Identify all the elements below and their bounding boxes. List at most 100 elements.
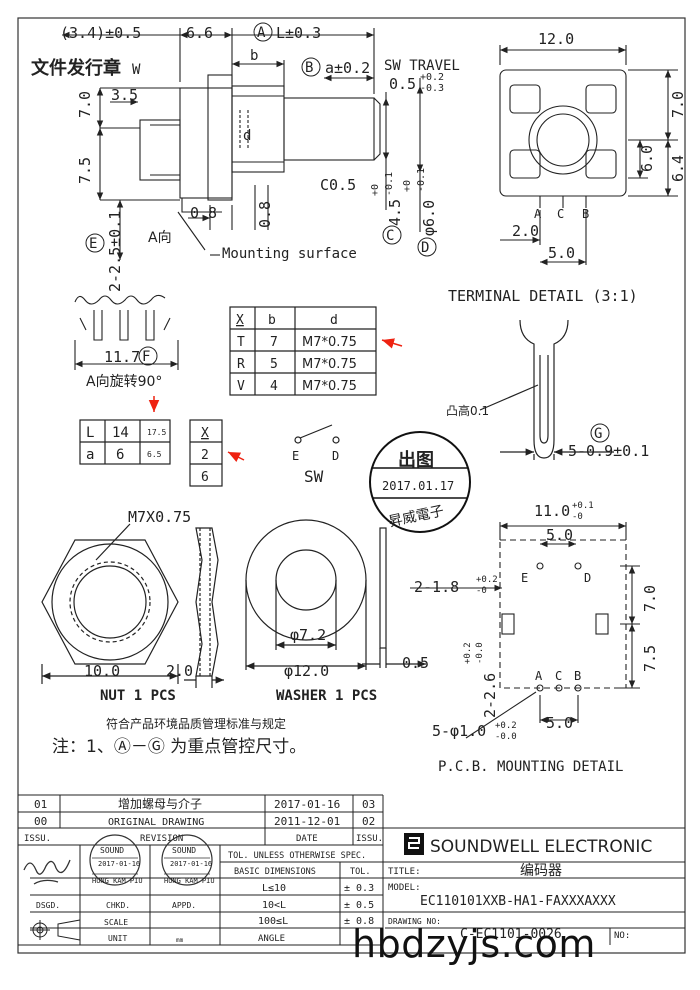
l-a-table xyxy=(79,419,171,465)
drawing-no-value: C-EC1101-0026 xyxy=(460,927,562,942)
pcb-tol-11-up: +0.1 xyxy=(572,501,594,511)
sw-travel-value: 0.5 xyxy=(389,75,416,93)
side-view xyxy=(62,28,424,260)
washer-dim-0-5: 0.5 xyxy=(402,654,429,672)
tol-value: ± 0.3 xyxy=(344,883,374,894)
tol-4-5-down: -0.1 xyxy=(384,172,395,196)
circle-b-marker xyxy=(301,57,321,77)
seal1-date: 2017-01-16 xyxy=(98,860,140,868)
front-dim-7-0: 7.0 xyxy=(669,91,687,118)
dim-d: d xyxy=(243,128,251,144)
front-dim-5-0: 5.0 xyxy=(548,244,575,262)
dim-3-5: 3.5 xyxy=(111,86,138,104)
release-stamp xyxy=(369,431,471,533)
dim-6-6: 6.6 xyxy=(186,24,213,42)
title-block xyxy=(18,794,685,946)
tol-4-5-up: +0 xyxy=(370,184,381,196)
la-table-cell: 6.5 xyxy=(147,450,162,459)
tol-angle: ANGLE xyxy=(258,934,285,944)
dim-b: b xyxy=(250,48,258,64)
appd-label: APPD. xyxy=(172,901,196,910)
terminal-bump-label: 凸高0.1 xyxy=(446,403,489,418)
x-table xyxy=(229,306,377,396)
pcb-detail xyxy=(410,522,640,739)
rev-date: 2017-01-16 xyxy=(274,798,340,811)
circle-f-letter: F xyxy=(142,349,150,365)
x-table-header-d: d xyxy=(330,313,338,328)
pcb-dim-2-1-8: 2-1.8 xyxy=(414,578,459,596)
tb-date: DATE xyxy=(296,834,318,844)
scale-label: SCALE xyxy=(104,918,128,927)
pcb-dim-5-0-bottom: 5.0 xyxy=(546,714,573,732)
circle-f-marker xyxy=(138,346,158,366)
checker-seal xyxy=(89,834,141,886)
x-table-cell: T xyxy=(237,335,245,350)
designer-signature xyxy=(23,859,71,885)
approver-seal xyxy=(161,834,213,886)
washer-dim-7-2: φ7.2 xyxy=(290,626,326,644)
tol-range: L≤10 xyxy=(262,883,286,894)
x-table-header-x: X xyxy=(236,313,244,328)
seal2-name: HUNG KAM PIU xyxy=(164,877,215,885)
pcb-dim-7-5: 7.5 xyxy=(641,645,659,672)
nut-dim-2-0: 2.0 xyxy=(166,662,193,680)
sheet-border xyxy=(17,17,686,954)
pcb-dim-5-phi: 5-φ1.0 xyxy=(432,722,486,740)
tol-6-0-up: +0 xyxy=(402,180,413,192)
front-pin-a: A xyxy=(534,207,542,221)
company-name: SOUNDWELL ELECTRONIC xyxy=(430,837,652,857)
a-direction-label: A向 xyxy=(148,230,172,246)
seal1-name: HUNG KAM PIU xyxy=(92,877,143,885)
dim-7-5-left: 7.5 xyxy=(76,157,94,184)
pcb-pin-a: A xyxy=(535,669,543,683)
x-table-cell: V xyxy=(237,379,245,394)
front-pin-c: C xyxy=(557,207,564,221)
sheet-no-label: NO: xyxy=(614,931,630,941)
sw-pin-e: E xyxy=(292,449,299,463)
circle-e-letter: E xyxy=(89,236,97,252)
projection-symbol-icon xyxy=(30,919,81,941)
nut-drawing xyxy=(41,523,224,688)
chkd-label: CHKD. xyxy=(106,901,130,910)
tb-revision: REVISION xyxy=(140,834,183,844)
circle-d-letter: D xyxy=(421,240,429,256)
unit-value: mm xyxy=(176,937,184,944)
pcb-dim-7-0: 7.0 xyxy=(641,585,659,612)
terminal-detail-title: TERMINAL DETAIL (3:1) xyxy=(448,287,638,305)
x-table-cell: M7*0.75 xyxy=(302,335,357,350)
adir-caption: A向旋转90° xyxy=(86,374,162,390)
pcb-pin-c: C xyxy=(555,669,562,683)
dim-0-8-a: 0.8 xyxy=(190,204,217,222)
sw-tol-down: -0.3 xyxy=(420,83,444,94)
tol-6-0-down: -0.1 xyxy=(416,168,427,192)
nut-dim-10-0: 10.0 xyxy=(84,662,120,680)
x-small-table xyxy=(189,419,223,487)
tol-header: TOL. UNLESS OTHERWISE SPEC. xyxy=(228,851,366,861)
circle-d-marker xyxy=(417,237,437,257)
unit-label: UNIT xyxy=(108,934,127,943)
dim-3-4: (3.4)±0.5 xyxy=(60,24,141,42)
compliance-note: 符合产品环境品质管理标准与规定 xyxy=(106,716,286,731)
rev-issue: 02 xyxy=(362,815,375,828)
la-table-cell: 6 xyxy=(116,447,124,463)
pcb-pin-e: E xyxy=(521,571,528,585)
circle-a-marker xyxy=(253,22,273,42)
drawing-no-label: DRAWING NO: xyxy=(388,917,441,926)
dim-2-2-5: 2-2.5±0.1 xyxy=(106,211,124,292)
tol-col-header: TOL. xyxy=(350,867,370,877)
tb-issu-2: ISSU. xyxy=(356,834,383,844)
red-arrow-x-small xyxy=(227,451,245,463)
pcb-dim-2-2-6: 2-2.6 xyxy=(481,673,499,718)
stamp-date: 2017.01.17 xyxy=(382,479,454,493)
rev-issue: 03 xyxy=(362,798,375,811)
stamp-bottom: 昇威電子 xyxy=(387,503,445,530)
seal2-top: SOUND xyxy=(172,846,196,855)
x-small-cell: 6 xyxy=(201,470,209,485)
pcb-tol-11-down: -0 xyxy=(572,512,583,522)
x-table-cell: R xyxy=(237,357,245,372)
dsgd-label: DSGD. xyxy=(36,901,60,910)
sw-travel-label: SW TRAVEL xyxy=(384,58,460,74)
soundwell-logo-icon xyxy=(404,833,424,855)
la-table-cell: L xyxy=(86,425,94,441)
